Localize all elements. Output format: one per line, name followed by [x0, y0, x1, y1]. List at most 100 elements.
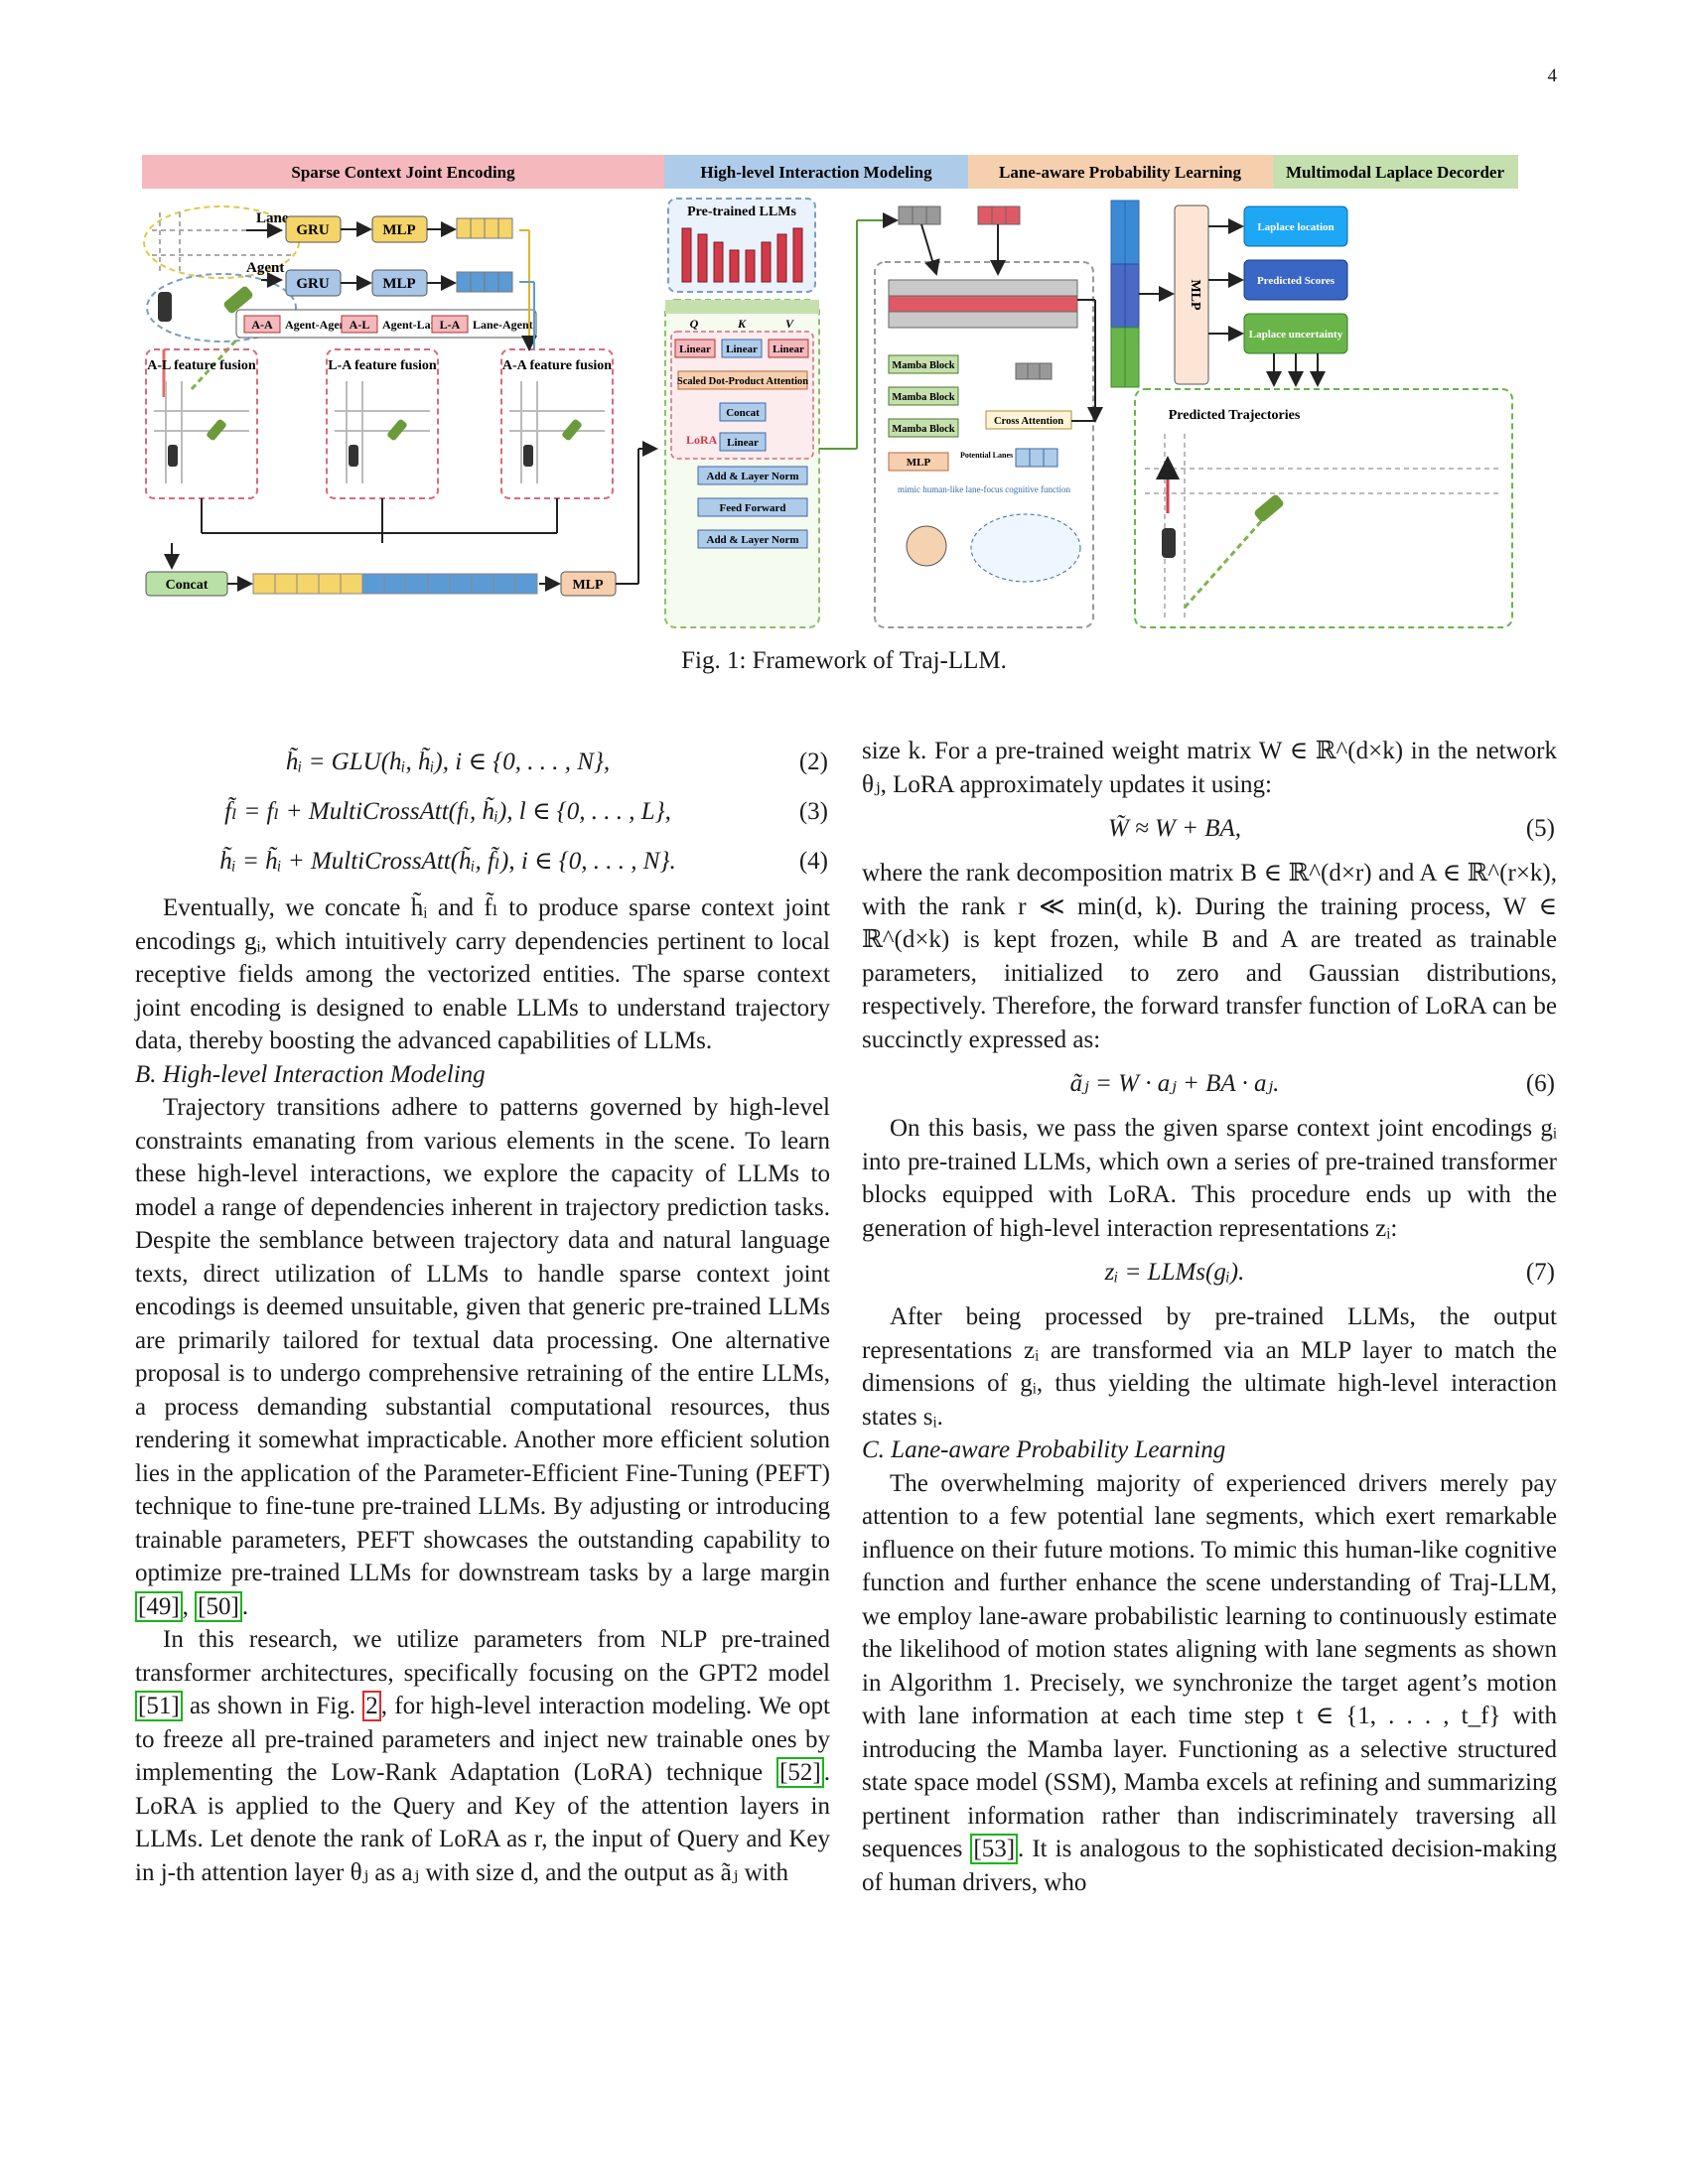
svg-text:A-L: A-L: [350, 318, 370, 332]
paragraph: In this research, we utilize parameters …: [135, 1626, 830, 1886]
svg-text:V: V: [785, 317, 794, 331]
svg-text:Feed Forward: Feed Forward: [720, 502, 786, 514]
svg-text:GRU: GRU: [296, 276, 330, 292]
header-interaction: High-level Interaction Modeling: [700, 163, 932, 182]
equation-3: f̃ₗ = fₗ + MultiCrossAtt(fₗ, h̃ᵢ), l ∈ {…: [224, 798, 828, 825]
section-heading-b: B. High-level Interaction Modeling: [135, 1060, 486, 1088]
header-encoding: Sparse Context Joint Encoding: [291, 163, 515, 182]
svg-text:Concat: Concat: [166, 578, 209, 593]
svg-text:Mamba Block: Mamba Block: [892, 360, 954, 371]
add-norm-2: [697, 529, 808, 549]
svg-text:Agent-Agent: Agent-Agent: [285, 318, 350, 332]
header-band-decoder: [1273, 155, 1518, 189]
framework-figure: Sparse Context Joint Encoding High-level…: [142, 155, 1518, 628]
left-column: h̃ᵢ = GLU(hᵢ, h̃ᵢ), i ∈ {0, . . . , N},(…: [135, 735, 830, 1889]
svg-text:Laplace location: Laplace location: [1257, 221, 1334, 233]
figure-link[interactable]: 2: [362, 1691, 381, 1721]
traj-ego: [1162, 528, 1176, 558]
equation-7: zᵢ = LLMs(gᵢ).(7): [1104, 1259, 1555, 1286]
al-fusion-title: A-L feature fusion: [147, 358, 256, 373]
paragraph: Trajectory transitions adhere to pattern…: [135, 1094, 830, 1622]
citation-link[interactable]: [53]: [970, 1834, 1019, 1864]
page-number: 4: [1547, 66, 1558, 86]
mamba-2: [888, 386, 959, 406]
predicted-trajectories-title: Predicted Trajectories: [1169, 408, 1301, 423]
predicted-trajectories-box: [1134, 388, 1513, 628]
svg-text:A-A: A-A: [251, 318, 273, 332]
svg-text:Linear: Linear: [726, 343, 758, 355]
svg-text:L-A: L-A: [440, 318, 461, 332]
pretrained-llm-title: Pre-trained LLMs: [687, 205, 796, 219]
equation-2: h̃ᵢ = GLU(hᵢ, h̃ᵢ), i ∈ {0, . . . , N},(…: [285, 749, 828, 775]
decoder-mlp: [1174, 205, 1209, 385]
paragraph: On this basis, we pass the given sparse …: [862, 1115, 1557, 1242]
linear-q: [674, 339, 716, 358]
lane-label: Lane: [256, 210, 289, 226]
thought-cloud: [970, 513, 1081, 583]
paragraph: size k. For a pre-trained weight matrix …: [862, 738, 1557, 798]
sdpa: [677, 370, 808, 390]
svg-text:K: K: [737, 317, 747, 331]
svg-text:Cross Attention: Cross Attention: [994, 416, 1063, 427]
paragraph: After being processed by pre-trained LLM…: [862, 1303, 1557, 1431]
header-band-encoding: [142, 155, 664, 189]
svg-text:MLP: MLP: [382, 222, 415, 238]
potential-lanes-label: Potential Lanes: [960, 451, 1013, 460]
agent-map-ellipse: [146, 273, 297, 342]
concat-attn: [719, 402, 767, 422]
header-band-interaction: [664, 155, 968, 189]
svg-text:Agent-Lane: Agent-Lane: [382, 318, 443, 332]
predicted-scores: [1243, 259, 1348, 301]
linear-out: [719, 432, 767, 452]
paragraph: where the rank decomposition matrix B ∈ …: [862, 860, 1557, 1053]
svg-text:GRU: GRU: [296, 222, 330, 238]
mamba-3: [888, 418, 959, 438]
lane-aware-box: [874, 261, 1094, 628]
agent-car: [223, 286, 253, 314]
figure-caption: Fig. 1: Framework of Traj-LLM.: [681, 647, 1007, 674]
mlp-lane-aware: [888, 452, 949, 472]
svg-text:Add & Layer Norm: Add & Layer Norm: [707, 471, 799, 482]
svg-text:MLP: MLP: [1188, 279, 1202, 311]
header-decoder: Multimodal Laplace Decorder: [1286, 163, 1504, 182]
equation-4: h̃ᵢ = h̃ᵢ + MultiCrossAtt(h̃ᵢ, f̃ₗ), i ∈…: [219, 848, 828, 875]
la-fusion-title: L-A feature fusion: [328, 358, 437, 373]
ego-car: [158, 292, 172, 322]
svg-text:Linear: Linear: [773, 343, 804, 355]
lora-label: LoRA: [686, 433, 718, 447]
header-lane: Lane-aware Probability Learning: [999, 163, 1241, 182]
citation-link[interactable]: [51]: [135, 1691, 183, 1721]
svg-text:Q: Q: [690, 317, 699, 331]
agent-label: Agent: [246, 260, 284, 276]
attention-box: [670, 331, 814, 460]
equation-5: W̃ ≈ W + BA,(5): [1107, 815, 1555, 842]
svg-text:Laplace uncertainty: Laplace uncertainty: [1249, 329, 1343, 341]
feed-forward: [697, 497, 808, 517]
section-heading-c: C. Lane-aware Probability Learning: [862, 1436, 1226, 1463]
laplace-location: [1243, 205, 1348, 247]
svg-text:Mamba Block: Mamba Block: [892, 392, 954, 403]
add-norm-1: [697, 466, 808, 485]
linear-v: [768, 339, 809, 358]
svg-text:Linear: Linear: [679, 343, 711, 355]
linear-k: [721, 339, 763, 358]
svg-text:Mamba Block: Mamba Block: [892, 424, 954, 435]
citation-link[interactable]: [49]: [135, 1590, 183, 1622]
citation-link[interactable]: [50]: [195, 1590, 242, 1622]
citation-link[interactable]: [52]: [776, 1757, 824, 1788]
right-column: size k. For a pre-trained weight matrix …: [862, 735, 1557, 1899]
mamba-1: [888, 354, 959, 374]
equation-6: ãⱼ = W · aⱼ + BA · aⱼ.(6): [1069, 1070, 1555, 1097]
svg-text:MLP: MLP: [382, 276, 415, 292]
paragraph: Eventually, we concate h̃ᵢ and f̃ₗ to pr…: [135, 894, 830, 1054]
svg-text:Add & Layer Norm: Add & Layer Norm: [707, 534, 799, 546]
svg-text:MLP: MLP: [907, 457, 931, 469]
svg-text:Scaled Dot-Product Attention: Scaled Dot-Product Attention: [677, 376, 808, 387]
driver-head: [906, 525, 947, 567]
paragraph: The overwhelming majority of experienced…: [862, 1469, 1557, 1896]
svg-text:Lane-Agent: Lane-Agent: [473, 318, 533, 332]
svg-text:Predicted Scores: Predicted Scores: [1257, 275, 1336, 287]
aa-fusion-title: A-A feature fusion: [502, 358, 612, 373]
svg-text:MLP: MLP: [572, 578, 604, 593]
svg-text:Concat: Concat: [726, 407, 760, 419]
